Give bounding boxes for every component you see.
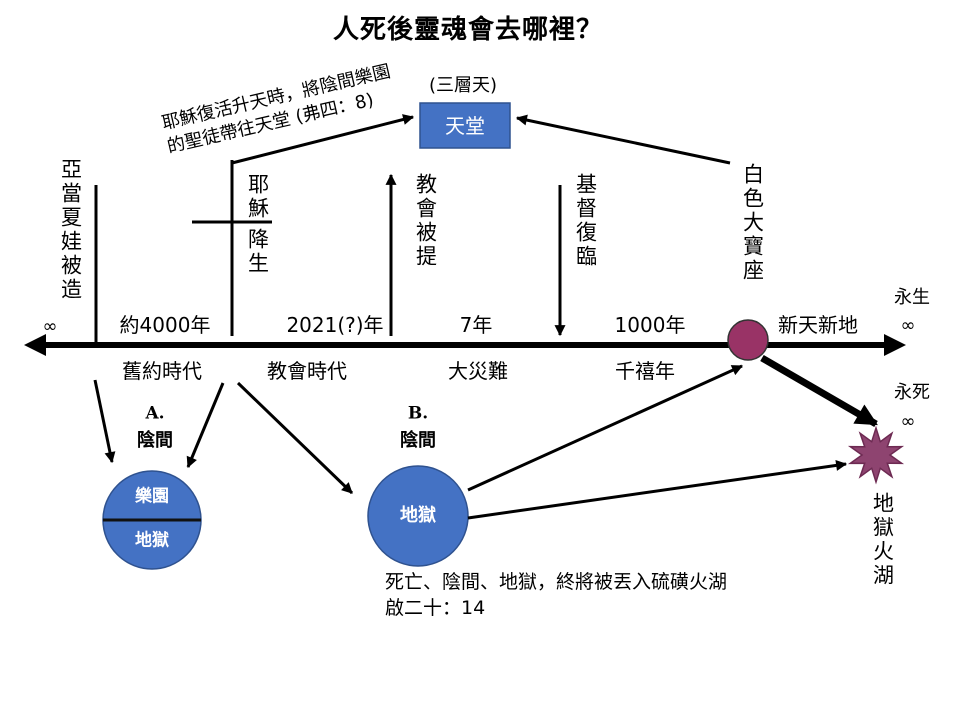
jesus-to-hades-a-arrow: [186, 382, 225, 469]
hades-a-letter: A.: [145, 403, 165, 424]
jesus-birth-label-bottom: 降生: [245, 228, 270, 276]
church-age-to-hades-b-arrow: [236, 381, 354, 495]
rapture-label: 教會被提: [413, 173, 438, 269]
ascension-arrow: [231, 114, 415, 165]
heaven-box: [419, 102, 511, 149]
adam-eve-label: 亞當夏娃被造: [58, 158, 83, 302]
era-label: 大災難: [448, 359, 508, 383]
throne-to-heaven-arrow: [515, 114, 731, 165]
white-throne-circle: [727, 319, 769, 361]
hades-b-to-lake-arrow: [467, 459, 848, 520]
duration-label: 新天新地: [778, 313, 858, 337]
second-coming-label: 基督復臨: [573, 173, 598, 269]
eternal-death-infinity: ∞: [900, 411, 916, 432]
duration-label: 2021(?)年: [286, 313, 384, 337]
throne-to-lake-thick-arrow: [760, 354, 878, 428]
caption-line1: 死亡、陰間、地獄，終將被丟入硫磺火湖: [385, 571, 728, 593]
lake-of-fire-label: 地獄火湖: [870, 492, 895, 588]
heaven-note: (三層天): [428, 75, 498, 96]
duration-label: 7年: [459, 313, 493, 337]
hades-b-letter: B.: [407, 403, 429, 424]
eternal-death-label: 永死: [894, 382, 930, 403]
page-title: 人死後靈魂會去哪裡？: [332, 15, 604, 45]
era-label: 舊約時代: [122, 359, 202, 383]
lake-of-fire-starburst: [847, 425, 905, 485]
caption: 死亡、陰間、地獄，終將被丟入硫磺火湖 啟二十：14: [385, 570, 727, 621]
hades-b-label: 陰間: [400, 430, 436, 451]
heaven-label: 天堂: [445, 114, 485, 138]
hades-b-circle: [367, 465, 469, 567]
duration-label: 1000年: [614, 313, 686, 337]
timeline-left-arrowhead: [24, 334, 46, 356]
duration-label: 約4000年: [119, 313, 211, 337]
timeline-right-arrowhead: [884, 334, 906, 356]
right-infinity: ∞: [900, 315, 916, 336]
eternal-life-label: 永生: [894, 287, 930, 308]
left-infinity: ∞: [42, 316, 58, 337]
jesus-birth-label-top: 耶穌: [245, 173, 270, 221]
hades-a-paradise: 樂園: [135, 486, 169, 507]
caption-line2: 啟二十：14: [385, 596, 486, 619]
era-label: 教會時代: [267, 359, 347, 383]
era-label: 千禧年: [615, 359, 675, 383]
hades-a-hell: 地獄: [135, 530, 169, 551]
hades-a-label: 陰間: [137, 430, 173, 451]
hades-b-hell: 地獄: [400, 505, 436, 526]
white-throne-label: 白色大寶座: [740, 163, 765, 283]
hades-b-to-throne-arrow: [467, 364, 744, 492]
old-testament-to-hades-a-arrow: [93, 379, 116, 464]
